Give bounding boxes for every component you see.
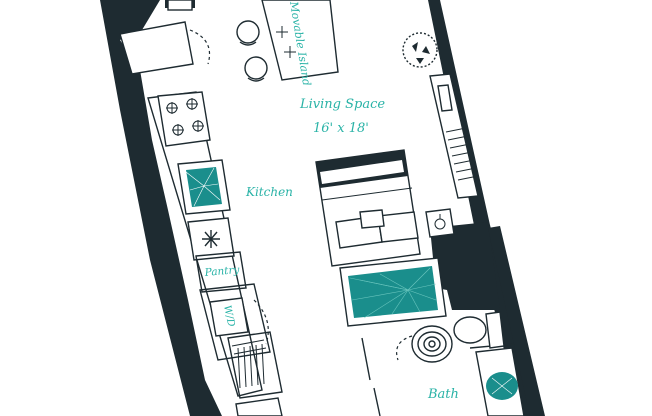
kitchen-sink bbox=[177, 159, 231, 215]
cooktop bbox=[157, 91, 211, 147]
pantry-label: Pantry bbox=[203, 264, 241, 279]
bath-right-wall bbox=[488, 226, 545, 416]
kitchen-label: Kitchen bbox=[245, 185, 293, 199]
nightstand bbox=[425, 208, 455, 238]
dishwasher bbox=[187, 217, 235, 261]
left-exterior-wall bbox=[100, 0, 222, 416]
round-side-table bbox=[402, 32, 438, 68]
fridge-door-swing bbox=[189, 29, 211, 65]
media-console bbox=[429, 73, 479, 199]
bath-label: Bath bbox=[427, 387, 459, 402]
bath-vanity bbox=[475, 347, 525, 416]
bar-stools bbox=[236, 20, 268, 82]
toilet bbox=[453, 311, 505, 349]
wd-label: W/D bbox=[221, 304, 236, 327]
wd-door-swing bbox=[253, 299, 269, 345]
living-space-dims: 16' x 18' bbox=[313, 121, 369, 136]
closet-rod bbox=[231, 339, 267, 389]
pantry-outline bbox=[195, 251, 247, 293]
bath-rug bbox=[411, 325, 453, 363]
wd-closet bbox=[199, 283, 271, 361]
shower bbox=[339, 257, 447, 327]
bed bbox=[315, 149, 421, 267]
bath-corner-wall bbox=[430, 222, 500, 310]
bath-door-swing bbox=[396, 335, 413, 361]
movable-island bbox=[261, 0, 339, 81]
living-space-label: Living Space bbox=[299, 97, 385, 112]
washer-dryer bbox=[209, 297, 249, 337]
refrigerator bbox=[119, 21, 194, 75]
bottom-closet bbox=[235, 397, 283, 416]
top-cabinet bbox=[167, 0, 193, 11]
